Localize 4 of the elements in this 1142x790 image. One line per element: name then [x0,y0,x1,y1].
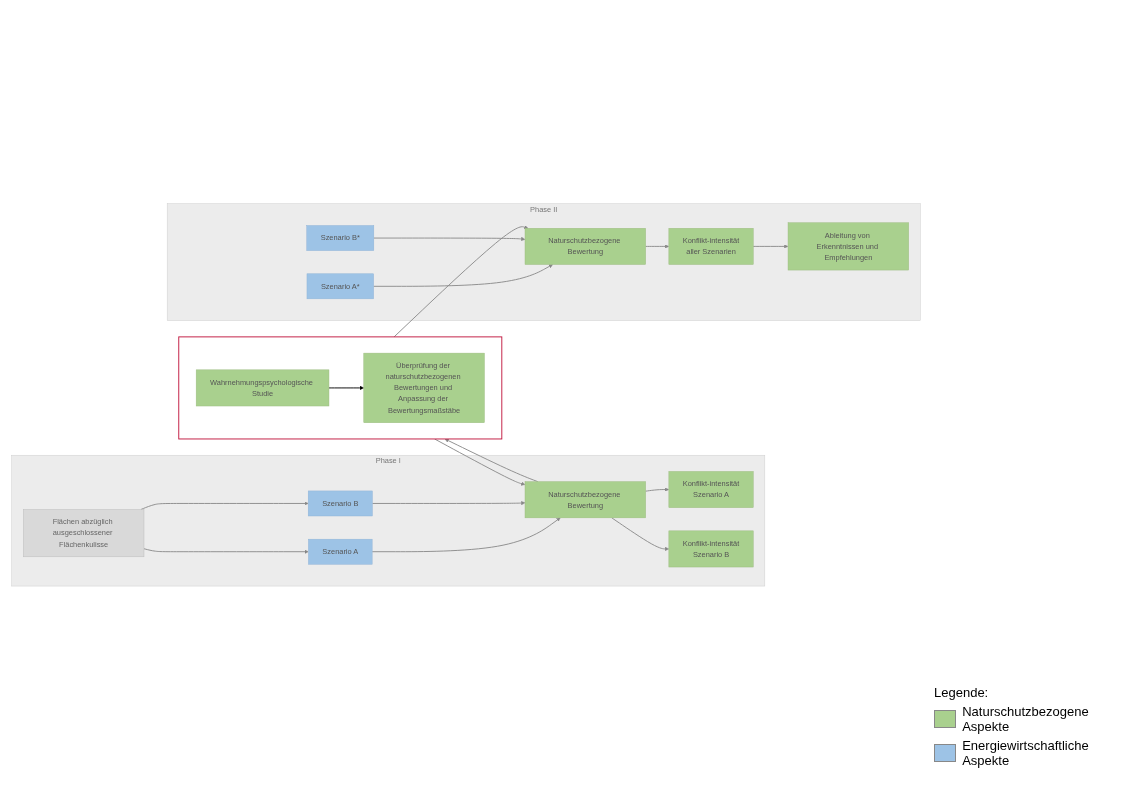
legend-text: Energiewirtschaftliche Aspekte [962,738,1090,768]
legend-heading: Legende: [934,685,990,700]
cluster [178,336,503,440]
legend-text: Naturschutzbezogene Aspekte [962,704,1090,734]
